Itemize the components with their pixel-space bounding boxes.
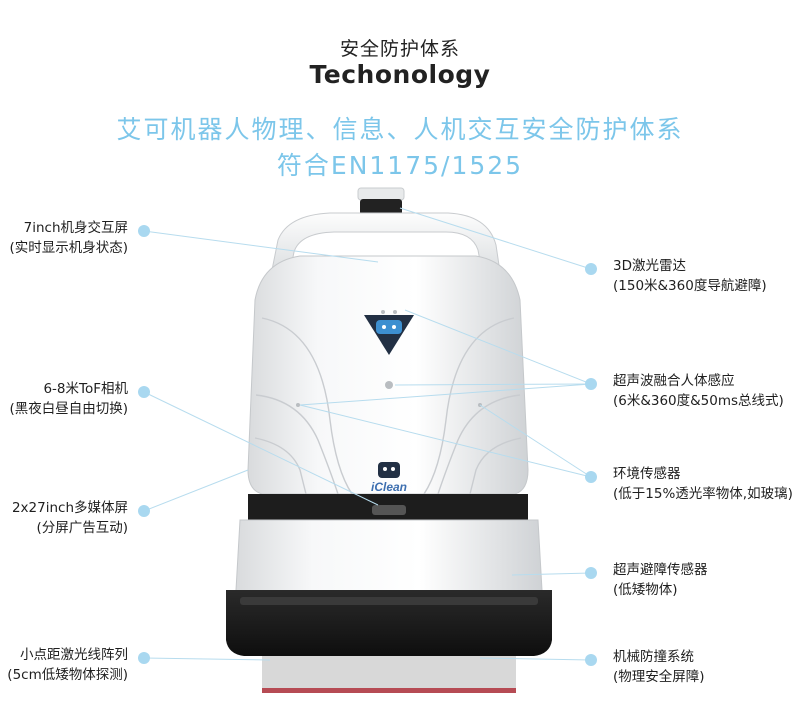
callout-env-sensor: 环境传感器 (低于15%透光率物体,如玻璃) — [613, 464, 793, 504]
callout-title: 7inch机身交互屏 — [23, 220, 128, 236]
callout-desc: (5cm低矮物体探测) — [7, 667, 128, 683]
callout-interactive-screen: 7inch机身交互屏 (实时显示机身状态) — [9, 218, 128, 258]
callout-title: 机械防撞系统 — [613, 649, 694, 665]
callout-desc: (实时显示机身状态) — [9, 240, 128, 256]
callout-title: 2x27inch多媒体屏 — [11, 500, 128, 516]
callout-desc: (物理安全屏障) — [613, 669, 705, 685]
subtitle-line-2: 符合EN1175/1525 — [276, 151, 524, 180]
callout-ultrasonic-fusion: 超声波融合人体感应 (6米&360度&50ms总线式) — [613, 371, 784, 411]
callout-dots — [138, 225, 597, 666]
callout-lines — [143, 207, 592, 661]
callout-desc: (分屏广告互动) — [36, 520, 128, 536]
callout-title: 超声波融合人体感应 — [613, 373, 735, 389]
callout-title: 6-8米ToF相机 — [43, 381, 128, 397]
page-title-en: Techonology — [309, 60, 491, 89]
callout-desc: (150米&360度导航避障) — [613, 278, 767, 294]
callout-3d-lidar: 3D激光雷达 (150米&360度导航避障) — [613, 256, 767, 296]
page-title-cn: 安全防护体系 — [339, 38, 460, 60]
logo-text: iClean — [371, 480, 407, 494]
callout-title: 小点距激光线阵列 — [20, 647, 128, 663]
robot-lower-body — [235, 519, 543, 597]
panel-curves — [254, 317, 522, 495]
callout-ultrasonic-avoid: 超声避障传感器 (低矮物体) — [613, 560, 708, 600]
robot-base — [226, 590, 552, 656]
callout-bumper-system: 机械防撞系统 (物理安全屏障) — [613, 647, 705, 687]
callout-tof-camera: 6-8米ToF相机 (黑夜白昼自由切换) — [9, 379, 128, 419]
callout-desc: (6米&360度&50ms总线式) — [613, 393, 784, 409]
interaction-slot — [372, 505, 406, 515]
bumper-strip — [240, 597, 538, 605]
callout-title: 超声避障传感器 — [613, 562, 708, 578]
callout-title: 环境传感器 — [613, 466, 681, 482]
robot-upper-body — [247, 255, 529, 495]
callout-desc: (低于15%透光率物体,如玻璃) — [613, 486, 793, 502]
iclean-logo: iClean — [371, 462, 407, 494]
callout-media-screen: 2x27inch多媒体屏 (分屏广告互动) — [12, 498, 128, 538]
callout-title: 3D激光雷达 — [613, 258, 686, 274]
callout-desc: (低矮物体) — [613, 582, 678, 598]
front-badge — [364, 315, 414, 355]
callout-desc: (黑夜白昼自由切换) — [9, 401, 128, 417]
squeegee — [262, 656, 516, 692]
subtitle-line-1: 艾可机器人物理、信息、人机交互安全防护体系 — [116, 115, 684, 144]
callout-laser-array: 小点距激光线阵列 (5cm低矮物体探测) — [7, 645, 128, 685]
